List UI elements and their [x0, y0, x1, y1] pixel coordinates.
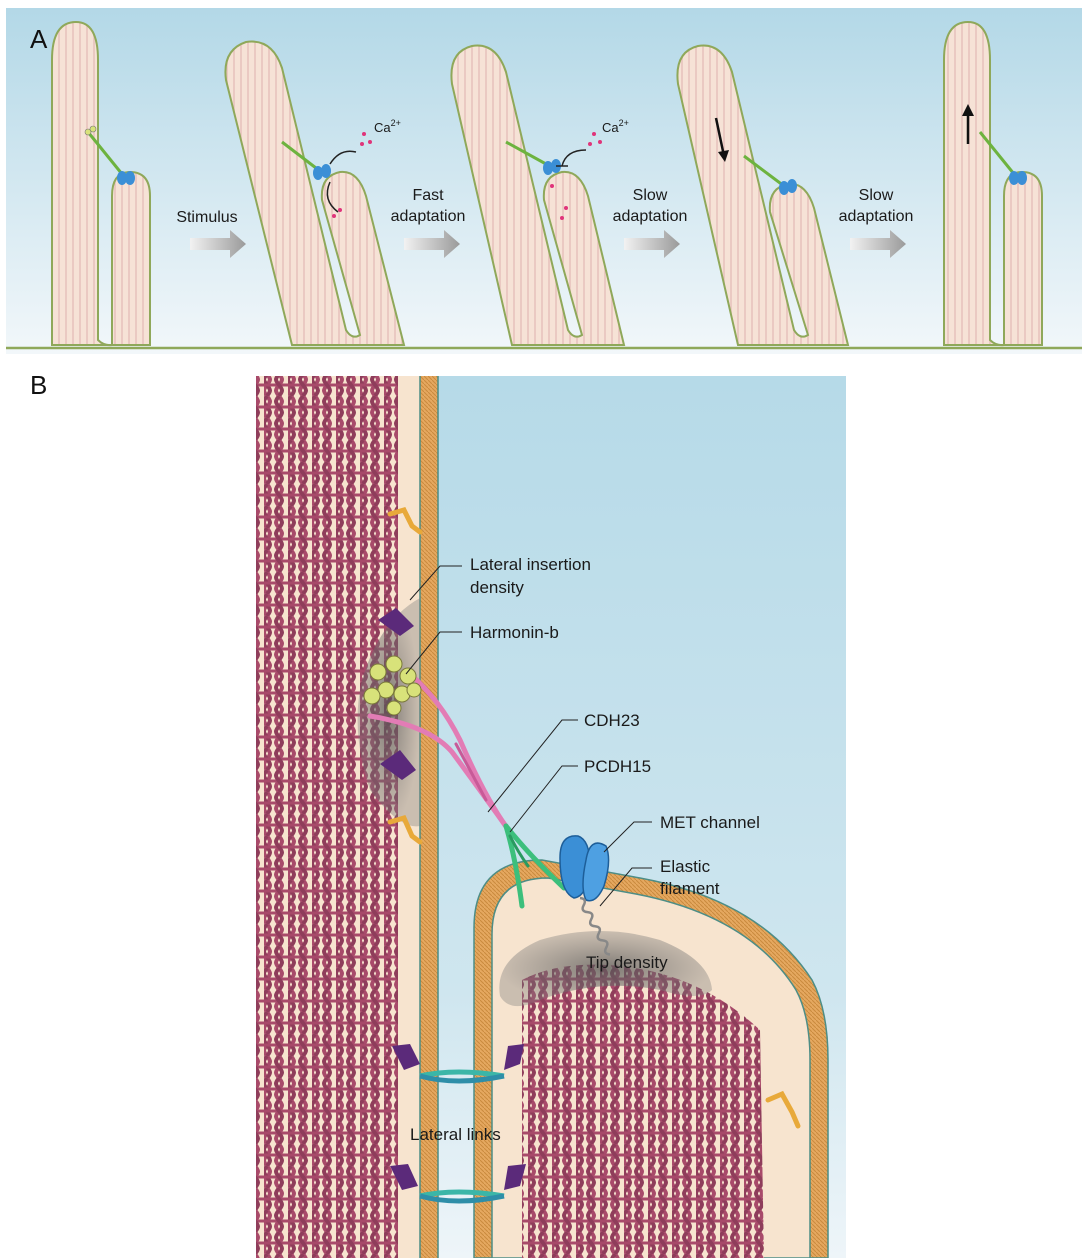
step-label-3b: adaptation [613, 208, 688, 225]
panel-a-letter: A [30, 24, 48, 54]
label-lateral-links: Lateral links [410, 1125, 501, 1144]
step-label-4a: Slow [859, 187, 894, 204]
met-channel-icon [560, 836, 609, 901]
label-cdh23: CDH23 [584, 711, 640, 730]
label-elastic-1: Elastic [660, 857, 711, 876]
label-harmonin: Harmonin-b [470, 623, 559, 642]
label-pcdh15: PCDH15 [584, 757, 651, 776]
label-lateral-insertion-1: Lateral insertion [470, 555, 591, 574]
tall-stereocilium-actin [256, 376, 406, 1258]
panel-a: A Stimulus Ca2+ [6, 8, 1082, 354]
panel-b-letter: B [30, 370, 47, 400]
step-label-2a: Fast [412, 187, 444, 204]
label-met-channel: MET channel [660, 813, 760, 832]
label-tip-density: Tip density [586, 953, 668, 972]
label-elastic-2: filament [660, 879, 720, 898]
step-label-3a: Slow [633, 187, 668, 204]
step-label-4b: adaptation [839, 208, 914, 225]
panel-b: B [30, 370, 846, 1258]
step-label-1a: Stimulus [176, 209, 237, 226]
label-lateral-insertion-2: density [470, 578, 524, 597]
step-label-2b: adaptation [391, 208, 466, 225]
short-stereocilium-actin [522, 965, 764, 1258]
